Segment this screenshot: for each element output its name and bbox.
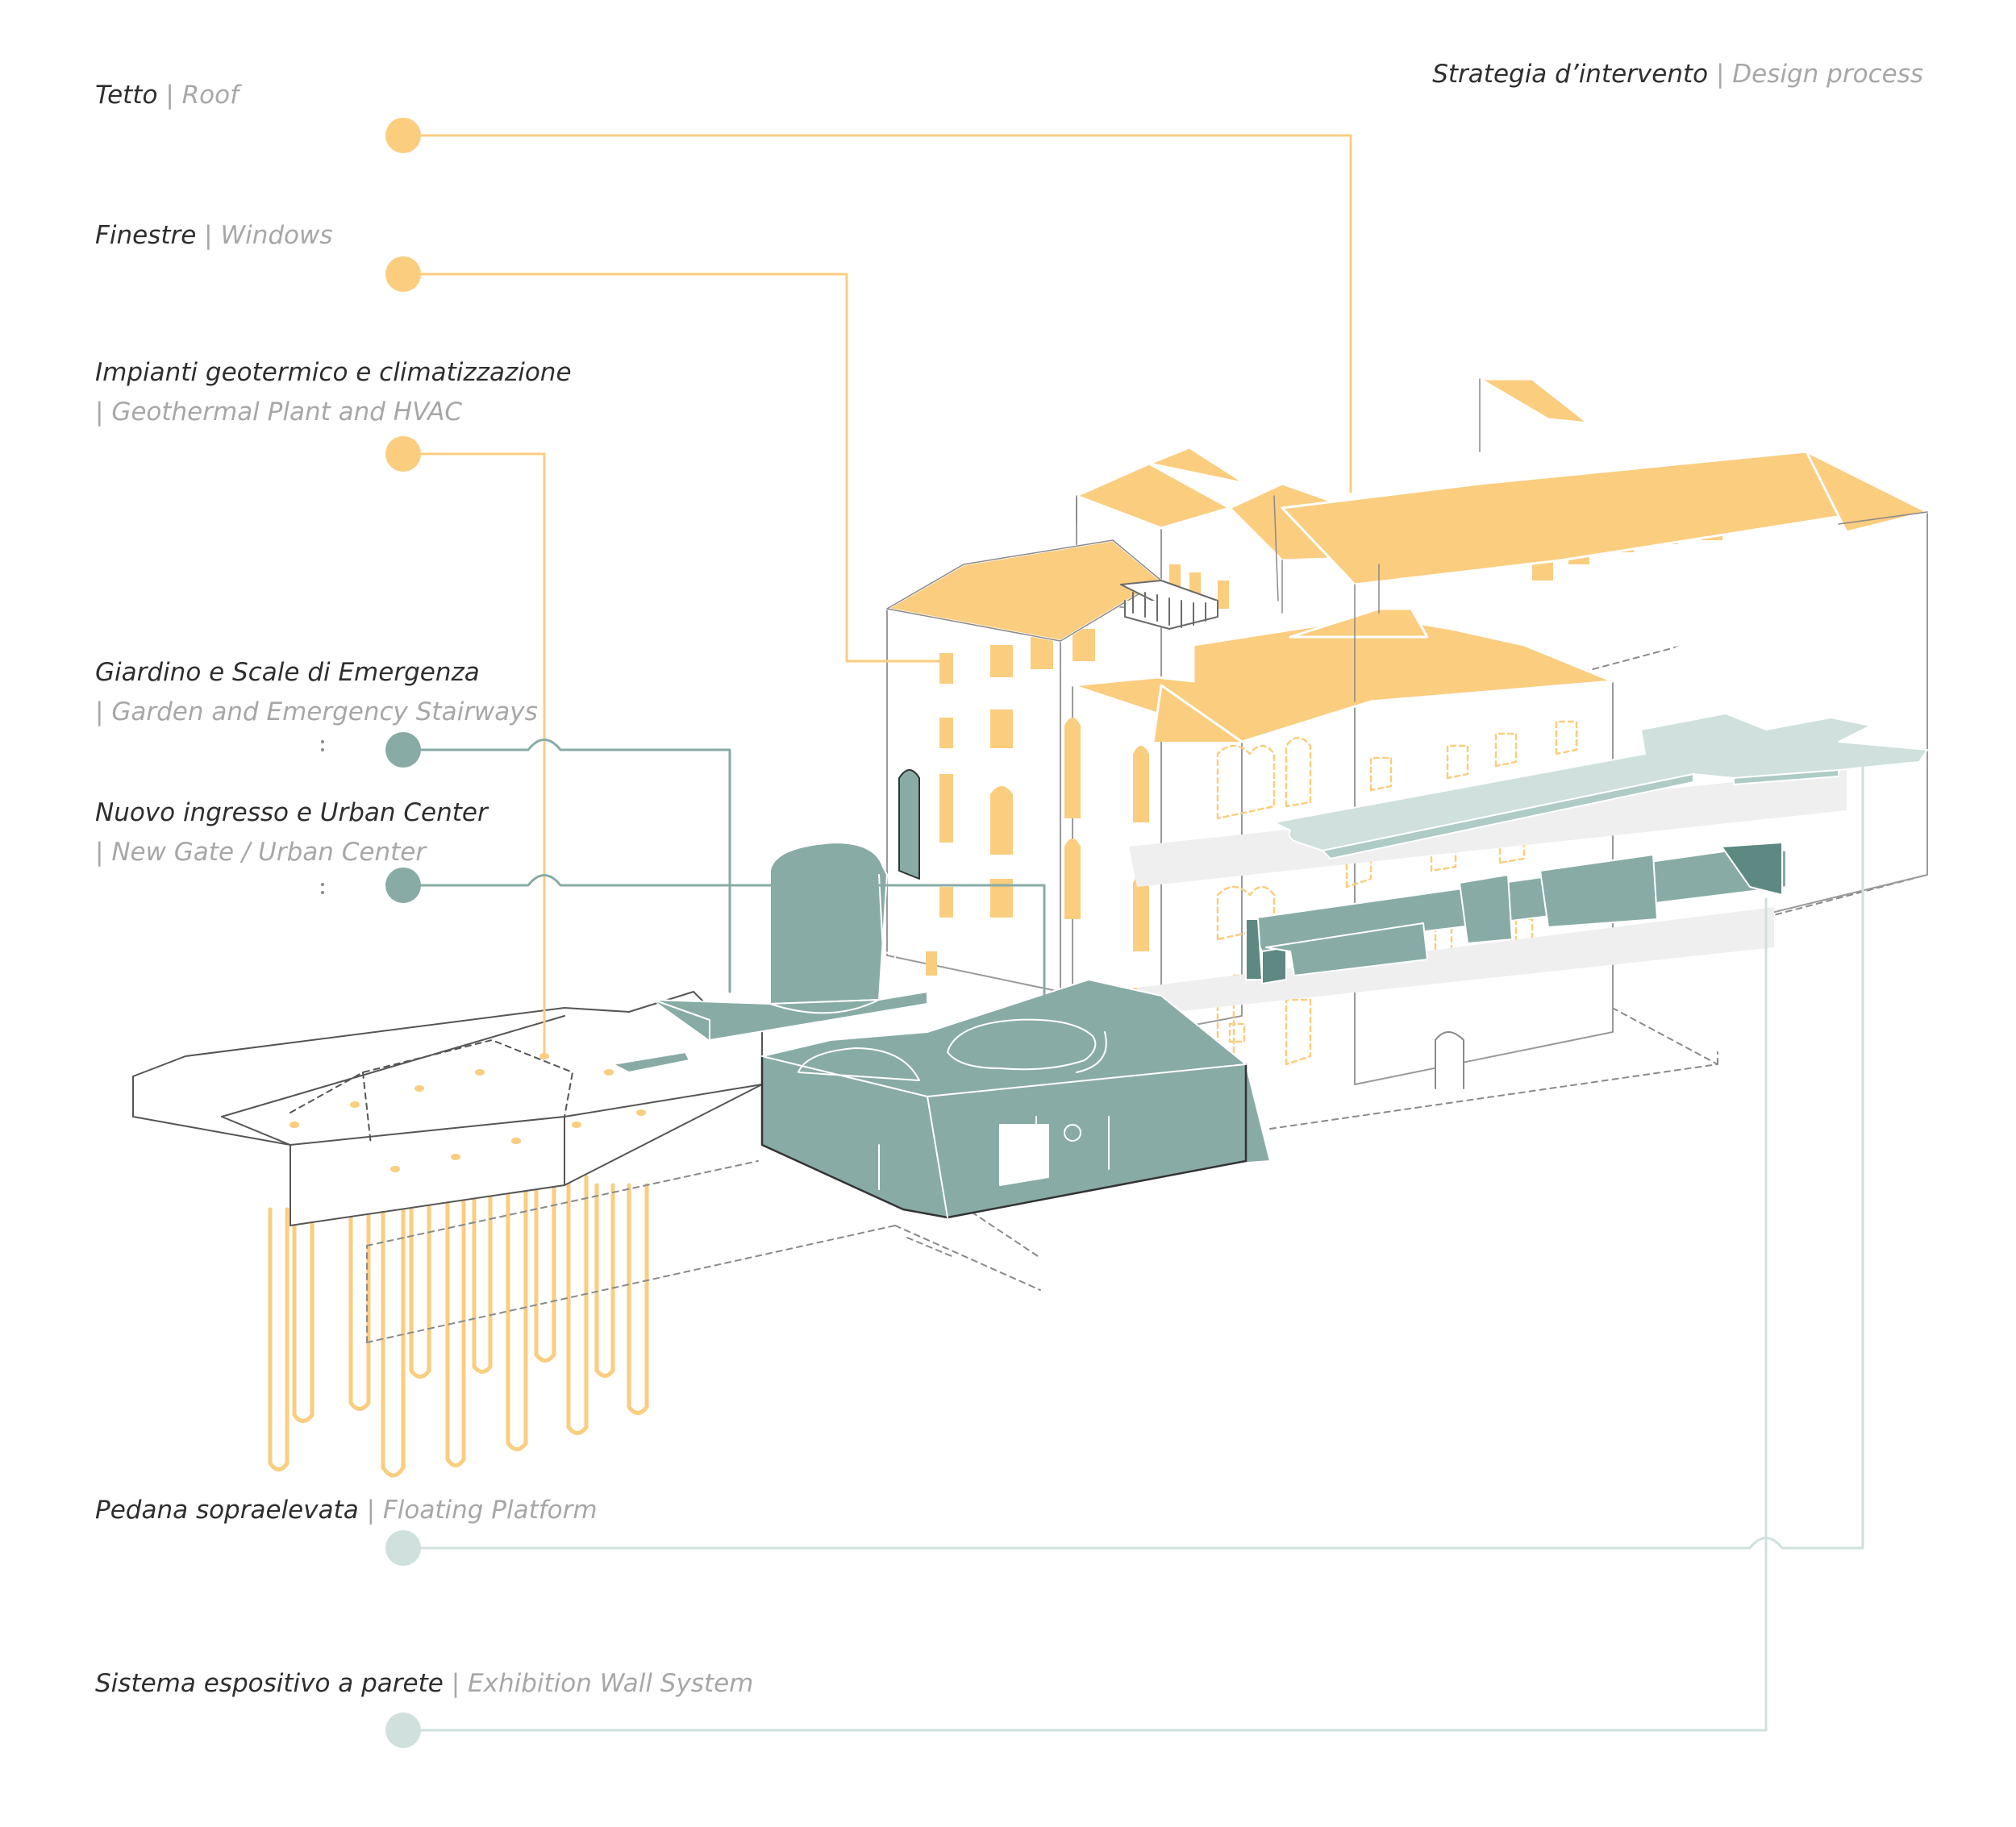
- page-title: Strategia d’intervento | Design process: [1432, 60, 1923, 89]
- ground-slab: [132, 991, 763, 1226]
- roof-edges: [886, 378, 1928, 702]
- small-markers: [321, 740, 324, 894]
- legend-label-hvac: Impianti geotermico e climatizzazione | …: [95, 358, 572, 427]
- slab-dots: [289, 1053, 646, 1172]
- urban-center: [612, 769, 1271, 1219]
- hvac-dot: [385, 436, 421, 472]
- garden-dot: [385, 732, 421, 768]
- floating-platform: [1129, 713, 1928, 1016]
- windows-dot: [385, 256, 421, 292]
- geothermal-probes: [268, 1167, 649, 1478]
- legend-label-roof: Tetto | Roof: [95, 81, 240, 110]
- legend-label-windows: Finestre | Windows: [95, 221, 333, 250]
- gate-dot: [385, 868, 421, 903]
- roofs: [885, 377, 1929, 743]
- legend-label-wall: Sistema espositivo a parete | Exhibition…: [95, 1669, 754, 1698]
- arch-door: [1435, 1031, 1464, 1089]
- exhibition-wall: [1245, 842, 1787, 984]
- legend-label-garden: Giardino e Scale di Emergenza | Garden a…: [95, 658, 538, 727]
- balcony: [1120, 580, 1218, 630]
- leader-lines: [402, 134, 1864, 1732]
- legend-dots: [385, 118, 421, 1748]
- roof-dot: [385, 118, 421, 153]
- legend-label-gate: Nuovo ingresso e Urban Center | New Gate…: [95, 798, 488, 868]
- legend-label-platform: Pedana sopraelevata | Floating Platform: [95, 1496, 598, 1525]
- wall-dot: [385, 1713, 421, 1748]
- platform-dot: [385, 1530, 421, 1566]
